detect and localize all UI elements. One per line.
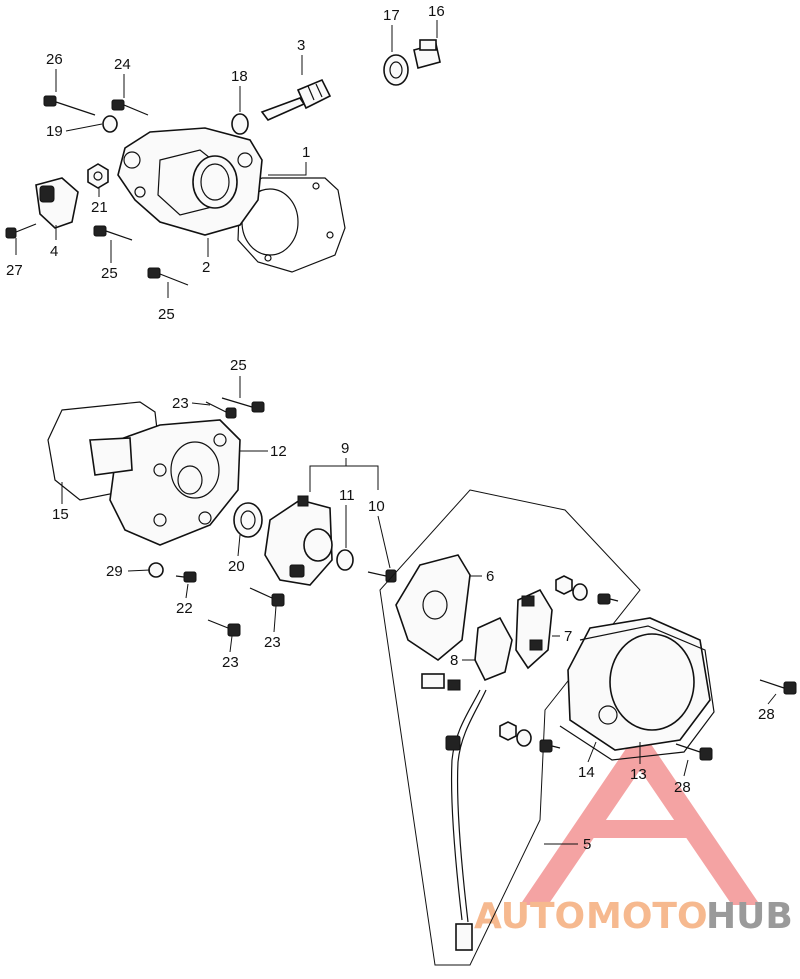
callout-8: 8 xyxy=(450,652,458,669)
part-bolt-22 xyxy=(175,571,197,583)
callout-25a: 25 xyxy=(101,265,118,282)
part-cap-4 xyxy=(35,177,79,229)
part-bolt-28a xyxy=(759,679,797,695)
part-washer-17-hole xyxy=(389,61,403,79)
callout-23c: 23 xyxy=(172,395,189,412)
part-housing-upper xyxy=(117,127,263,236)
part-seal-20-hole xyxy=(240,510,256,530)
part-governor-9 xyxy=(264,495,333,586)
callout-6: 6 xyxy=(486,568,494,585)
part-bolt-25a xyxy=(93,225,133,241)
callout-25b: 25 xyxy=(158,306,175,323)
callout-29: 29 xyxy=(106,563,123,580)
callout-24: 24 xyxy=(114,56,131,73)
callout-2: 2 xyxy=(202,259,210,276)
part-bolt-23c xyxy=(205,401,237,419)
part-plug-16 xyxy=(413,39,441,69)
part-pickup-8 xyxy=(421,616,513,691)
callout-25c: 25 xyxy=(230,357,247,374)
callout-15: 15 xyxy=(52,506,69,523)
part-gasket-14 xyxy=(559,625,715,761)
callout-13: 13 xyxy=(630,766,647,783)
callout-20: 20 xyxy=(228,558,245,575)
callout-18: 18 xyxy=(231,68,248,85)
part-nut-21 xyxy=(87,163,109,189)
leader-lines xyxy=(15,20,777,845)
assembly-outline xyxy=(379,489,641,966)
callout-10: 10 xyxy=(368,498,385,515)
watermark-triangle-bar xyxy=(588,820,702,838)
callout-23b: 23 xyxy=(222,654,239,671)
callout-17: 17 xyxy=(383,7,400,24)
watermark-logo: AUTO MOTO HUB xyxy=(474,728,793,937)
callout-9: 9 xyxy=(341,440,349,457)
part-wire-5 xyxy=(445,689,487,951)
callout-28b: 28 xyxy=(674,779,691,796)
callout-12: 12 xyxy=(270,443,287,460)
part-hardware-lower-right xyxy=(499,721,561,753)
part-shaft xyxy=(260,78,332,121)
callout-3: 3 xyxy=(297,37,305,54)
part-bolt-23a xyxy=(249,587,285,607)
part-cover-13 xyxy=(567,617,711,751)
callout-16: 16 xyxy=(428,3,445,20)
callout-21: 21 xyxy=(91,199,108,216)
callout-labels: 1 2 3 4 5 6 7 8 9 10 11 12 13 14 15 16 1… xyxy=(6,3,775,853)
part-pickup-7 xyxy=(515,588,553,670)
callout-11: 11 xyxy=(339,487,355,504)
part-hardware-upper-right xyxy=(555,575,619,605)
watermark-text-moto: MOTO xyxy=(586,896,708,937)
part-plate-6 xyxy=(395,554,471,661)
part-bolt-10 xyxy=(367,569,397,583)
part-bolt-26 xyxy=(43,95,96,116)
callout-5: 5 xyxy=(583,836,591,853)
part-bolt-25c xyxy=(221,397,265,413)
callout-14: 14 xyxy=(578,764,595,781)
callout-19: 19 xyxy=(46,123,63,140)
part-bolt-28b xyxy=(675,743,713,761)
part-seal-20 xyxy=(233,502,263,538)
part-washer-17 xyxy=(383,54,409,86)
part-bolt-24 xyxy=(111,99,149,116)
callout-22: 22 xyxy=(176,600,193,617)
callout-7: 7 xyxy=(564,628,572,645)
callout-23a: 23 xyxy=(264,634,281,651)
callout-26: 26 xyxy=(46,51,63,68)
part-bolt-23b xyxy=(207,619,241,637)
watermark-text-hub: HUB xyxy=(706,896,793,937)
callout-4: 4 xyxy=(50,243,58,260)
callout-28a: 28 xyxy=(758,706,775,723)
callout-27: 27 xyxy=(6,262,23,279)
part-washer-11 xyxy=(336,549,354,571)
watermark-text-auto: AUTO xyxy=(474,896,585,937)
part-seal-18 xyxy=(231,113,249,135)
part-washer-29 xyxy=(148,562,164,578)
callout-1: 1 xyxy=(302,144,310,161)
part-washer-19 xyxy=(102,115,118,133)
part-bolt-27 xyxy=(5,223,37,239)
part-bolt-25b xyxy=(147,267,189,286)
part-housing-12 xyxy=(89,419,241,546)
